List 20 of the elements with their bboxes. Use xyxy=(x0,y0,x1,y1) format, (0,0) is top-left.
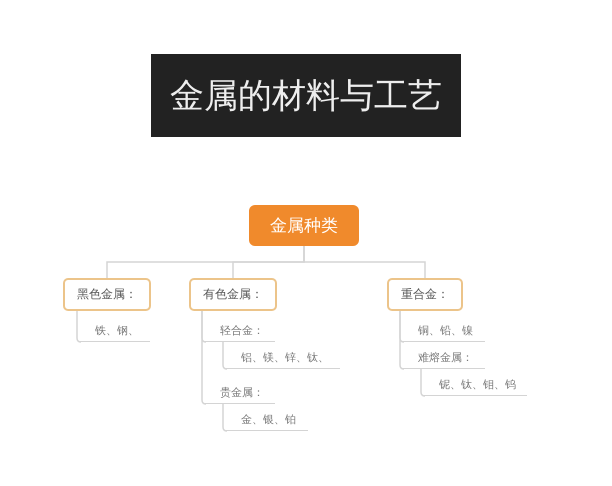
underlined-topic: 难熔金属： xyxy=(403,347,485,369)
underlined-topic: 金、银、铂 xyxy=(226,409,308,431)
topic-box: 黑色金属： xyxy=(63,278,151,311)
connector-line xyxy=(222,404,228,432)
connector-line xyxy=(201,311,207,405)
underlined-topic: 铌、钛、钼、钨 xyxy=(424,374,527,396)
underlined-topic: 贵金属： xyxy=(205,382,275,404)
connector-line xyxy=(303,246,426,278)
root-box: 金属种类 xyxy=(249,205,359,246)
underlined-topic: 铜、铅、镍 xyxy=(403,320,485,342)
title-banner: 金属的材料与工艺 xyxy=(151,54,461,137)
connector-line xyxy=(399,311,405,370)
underlined-topic: 铁、钢、 xyxy=(80,320,150,342)
connector-line xyxy=(222,342,228,370)
underlined-topic: 轻合金： xyxy=(205,320,275,342)
topic-box: 重合金： xyxy=(387,278,463,311)
underlined-topic: 铝、镁、锌、钛、 xyxy=(226,347,340,369)
connector-line xyxy=(420,369,426,397)
connector-line xyxy=(76,311,82,343)
topic-box: 有色金属： xyxy=(189,278,277,311)
